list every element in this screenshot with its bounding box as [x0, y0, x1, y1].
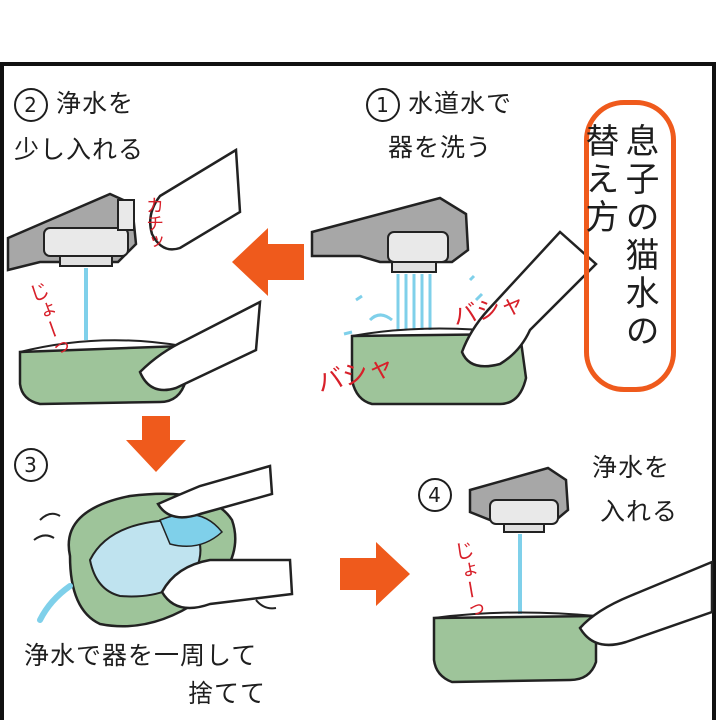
- step3-caption: 3: [14, 448, 56, 482]
- step1-number: 1: [366, 88, 400, 122]
- step4-line1: 浄水を: [592, 453, 671, 482]
- sfx-click: カチッ: [143, 196, 164, 250]
- step4-line2: 入れる: [600, 497, 679, 526]
- arrow-left: [232, 228, 304, 296]
- step3-line1: 浄水で器を一周して: [24, 641, 258, 670]
- step3-illustration: [33, 464, 294, 628]
- arrow-right: [340, 542, 410, 606]
- step3-line2: 捨てて: [188, 679, 267, 708]
- step2-illustration: [6, 147, 262, 406]
- step2-line2: 少し入れる: [14, 135, 145, 164]
- step1-hand: [460, 230, 598, 368]
- arrow-down: [126, 416, 186, 472]
- step4-bowl: [432, 614, 598, 684]
- step2-number: 2: [14, 88, 48, 122]
- step4-illustration: [432, 466, 714, 684]
- step2-hand-top: [149, 147, 242, 251]
- step2-hand-bowl: [138, 299, 262, 392]
- step1-illustration: [310, 196, 598, 406]
- step1-line1: 水道水で: [408, 89, 513, 118]
- step4-caption: 4: [418, 478, 460, 512]
- step4-number: 4: [418, 478, 452, 512]
- title-box: 息子の猫水の替え方: [579, 100, 676, 392]
- step3-number: 3: [14, 448, 48, 482]
- step1-line2: 器を洗う: [388, 133, 493, 162]
- step3-hand-bottom: [160, 558, 294, 610]
- step1-caption: 1 水道水で: [366, 88, 512, 122]
- step2-line1: 浄水を: [56, 89, 135, 118]
- panel-frame: [0, 62, 716, 720]
- step4-hand: [578, 560, 714, 647]
- step3-hand-top: [156, 464, 274, 519]
- title-text: 息子の猫水の替え方: [578, 123, 659, 351]
- step2-caption: 2 浄水を: [14, 88, 134, 122]
